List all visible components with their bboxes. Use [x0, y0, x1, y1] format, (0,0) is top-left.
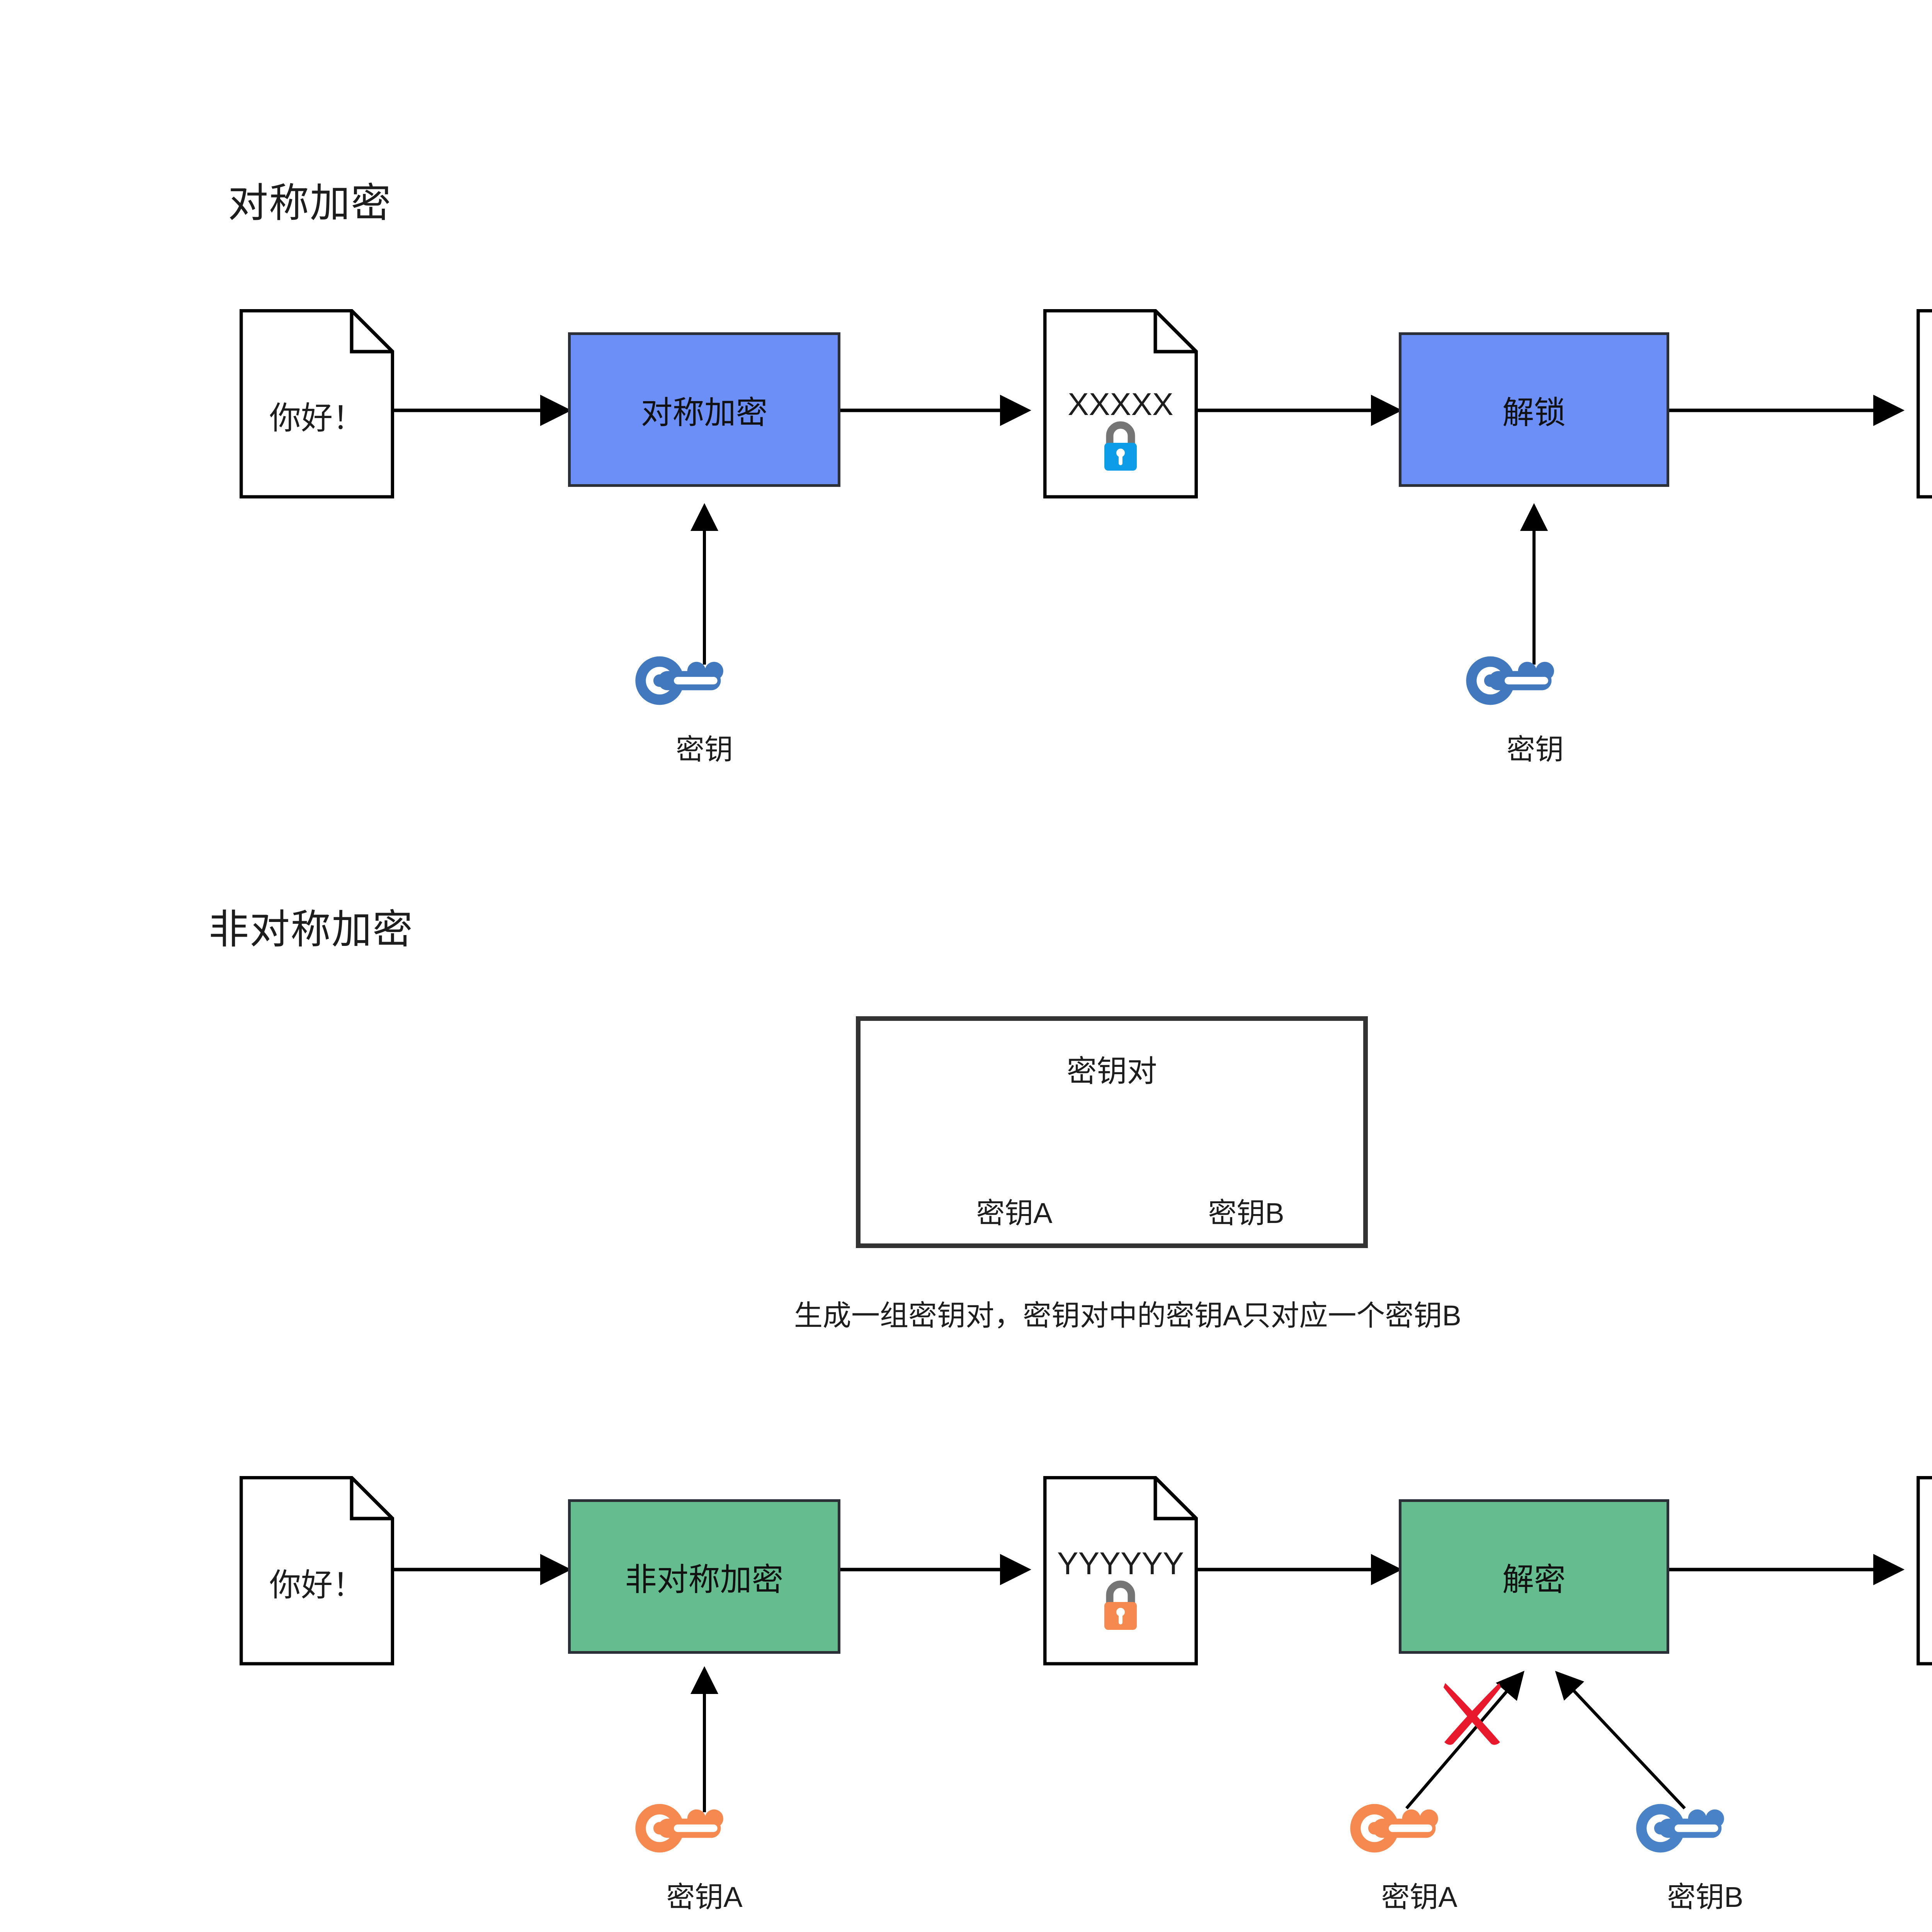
key-label: 密钥 [1507, 733, 1564, 765]
key-b-icon [1636, 1804, 1724, 1853]
blocked-x-icon [1443, 1683, 1501, 1745]
padlock-icon [1104, 1584, 1137, 1630]
process-box-decrypt[interactable]: 解锁 [1399, 332, 1669, 487]
process-box-encrypt-label: 对称加密 [641, 395, 768, 430]
document-plaintext-in-text: 你好！ [269, 1568, 364, 1603]
document-ciphertext-text: YYYYYY [1057, 1546, 1184, 1581]
process-box-encrypt[interactable]: 对称加密 [568, 332, 840, 487]
encrypt-key-label: 密钥A [666, 1881, 743, 1913]
key-label: 密钥 [676, 733, 733, 765]
document-plaintext-out-text: 你好！ [1917, 1559, 1932, 1605]
padlock-icon [1104, 425, 1137, 471]
key-a-icon [1350, 1804, 1438, 1853]
key-a-icon [635, 1804, 723, 1853]
section-title-symmetric: 对称加密 [228, 181, 392, 226]
process-box-decrypt-label: 解密 [1502, 1562, 1566, 1597]
section-title-asymmetric: 非对称加密 [209, 907, 414, 952]
process-box-encrypt-label: 非对称加密 [625, 1562, 784, 1597]
keypair-key-a-label: 密钥A [976, 1197, 1053, 1229]
document-ciphertext-text: XXXXX [1068, 387, 1173, 422]
keypair-title: 密钥对 [1066, 1054, 1157, 1088]
process-box-decrypt-label: 解锁 [1502, 395, 1566, 430]
process-box-decrypt[interactable]: 解密 [1399, 1499, 1669, 1654]
keypair-key-b-label: 密钥B [1208, 1197, 1284, 1229]
keypair-box [856, 1016, 1368, 1248]
process-box-encrypt[interactable]: 非对称加密 [568, 1499, 840, 1654]
key-icon [635, 656, 723, 705]
decrypt-key-label: 密钥B [1667, 1881, 1743, 1913]
document-plaintext-out-text: 你好！ [1917, 392, 1932, 438]
keypair-caption: 生成一组密钥对，密钥对中的密钥A只对应一个密钥B [794, 1299, 1461, 1332]
decrypt-key-label: 密钥A [1381, 1881, 1458, 1913]
key-icon [1466, 656, 1554, 705]
document-plaintext-in-text: 你好！ [269, 401, 364, 436]
